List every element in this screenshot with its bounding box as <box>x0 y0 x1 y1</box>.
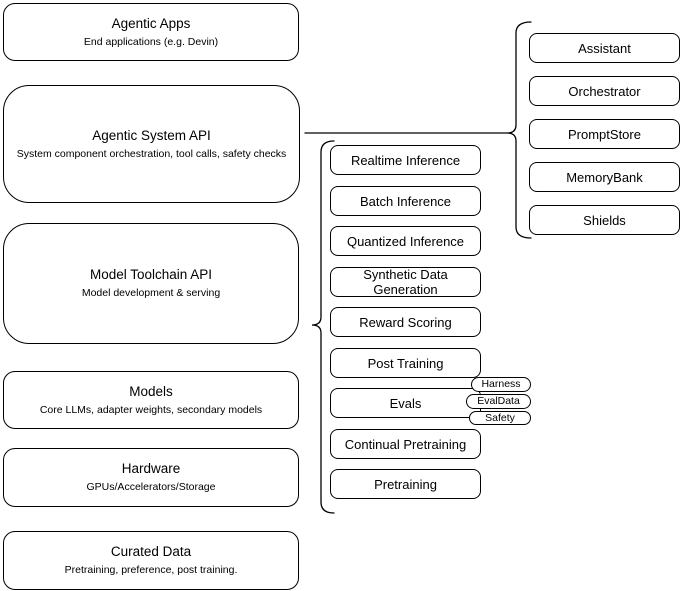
toolchain-item-post-training: Post Training <box>330 348 481 378</box>
brace-system-components <box>506 21 532 239</box>
layer-agentic-apps: Agentic Apps End applications (e.g. Devi… <box>3 3 299 61</box>
layer-subtitle: End applications (e.g. Devin) <box>83 35 219 48</box>
layer-title: Models <box>129 383 173 399</box>
evals-tag-harness: Harness <box>471 377 531 392</box>
component-memorybank: MemoryBank <box>529 162 680 192</box>
node-label: PromptStore <box>568 126 641 142</box>
toolchain-item-reward-scoring: Reward Scoring <box>330 307 481 337</box>
pill-label: Safety <box>485 411 515 424</box>
component-assistant: Assistant <box>529 33 680 63</box>
node-label: Continual Pretraining <box>344 436 467 452</box>
evals-tag-safety: Safety <box>469 411 531 425</box>
toolchain-item-realtime-inference: Realtime Inference <box>330 145 481 175</box>
node-label: Reward Scoring <box>359 314 452 330</box>
component-promptstore: PromptStore <box>529 119 680 149</box>
component-orchestrator: Orchestrator <box>529 76 680 106</box>
node-label: Assistant <box>578 40 631 56</box>
node-label: Realtime Inference <box>350 152 461 168</box>
layer-title: Hardware <box>121 461 181 477</box>
node-label: Orchestrator <box>568 83 641 99</box>
node-label: Batch Inference <box>359 193 452 209</box>
node-label: Post Training <box>367 355 444 371</box>
toolchain-item-quantized-inference: Quantized Inference <box>330 226 481 256</box>
node-label: Pretraining <box>374 476 437 492</box>
layer-title: Agentic Apps <box>111 15 191 31</box>
node-label: Evals <box>389 395 422 411</box>
layer-title: Curated Data <box>110 544 192 560</box>
toolchain-item-batch-inference: Batch Inference <box>330 186 481 216</box>
layer-hardware: Hardware GPUs/Accelerators/Storage <box>3 448 299 507</box>
layer-subtitle: System component orchestration, tool cal… <box>16 147 287 160</box>
toolchain-item-continual-pretraining: Continual Pretraining <box>330 429 481 459</box>
layer-subtitle: GPUs/Accelerators/Storage <box>86 481 216 494</box>
layer-agentic-system-api: Agentic System API System component orch… <box>3 85 300 203</box>
component-shields: Shields <box>529 205 680 235</box>
layer-models: Models Core LLMs, adapter weights, secon… <box>3 371 299 429</box>
layer-subtitle: Pretraining, preference, post training. <box>64 564 238 577</box>
node-label: Synthetic Data Generation <box>363 267 448 297</box>
node-label: Shields <box>583 212 626 228</box>
toolchain-item-pretraining: Pretraining <box>330 469 481 499</box>
layer-title: Agentic System API <box>92 127 211 143</box>
layer-title: Model Toolchain API <box>89 267 213 283</box>
toolchain-item-evals: Evals <box>330 388 481 418</box>
layer-subtitle: Model development & serving <box>81 287 221 300</box>
node-label: Quantized Inference <box>346 233 465 249</box>
toolchain-item-synthetic-data-generation: Synthetic Data Generation <box>330 267 481 297</box>
layer-model-toolchain-api: Model Toolchain API Model development & … <box>3 223 299 344</box>
evals-tag-evaldata: EvalData <box>466 394 531 409</box>
layer-subtitle: Core LLMs, adapter weights, secondary mo… <box>39 403 263 416</box>
pill-label: Harness <box>481 378 521 391</box>
layer-curated-data: Curated Data Pretraining, preference, po… <box>3 531 299 590</box>
pill-label: EvalData <box>477 395 520 408</box>
node-label: MemoryBank <box>566 169 643 185</box>
